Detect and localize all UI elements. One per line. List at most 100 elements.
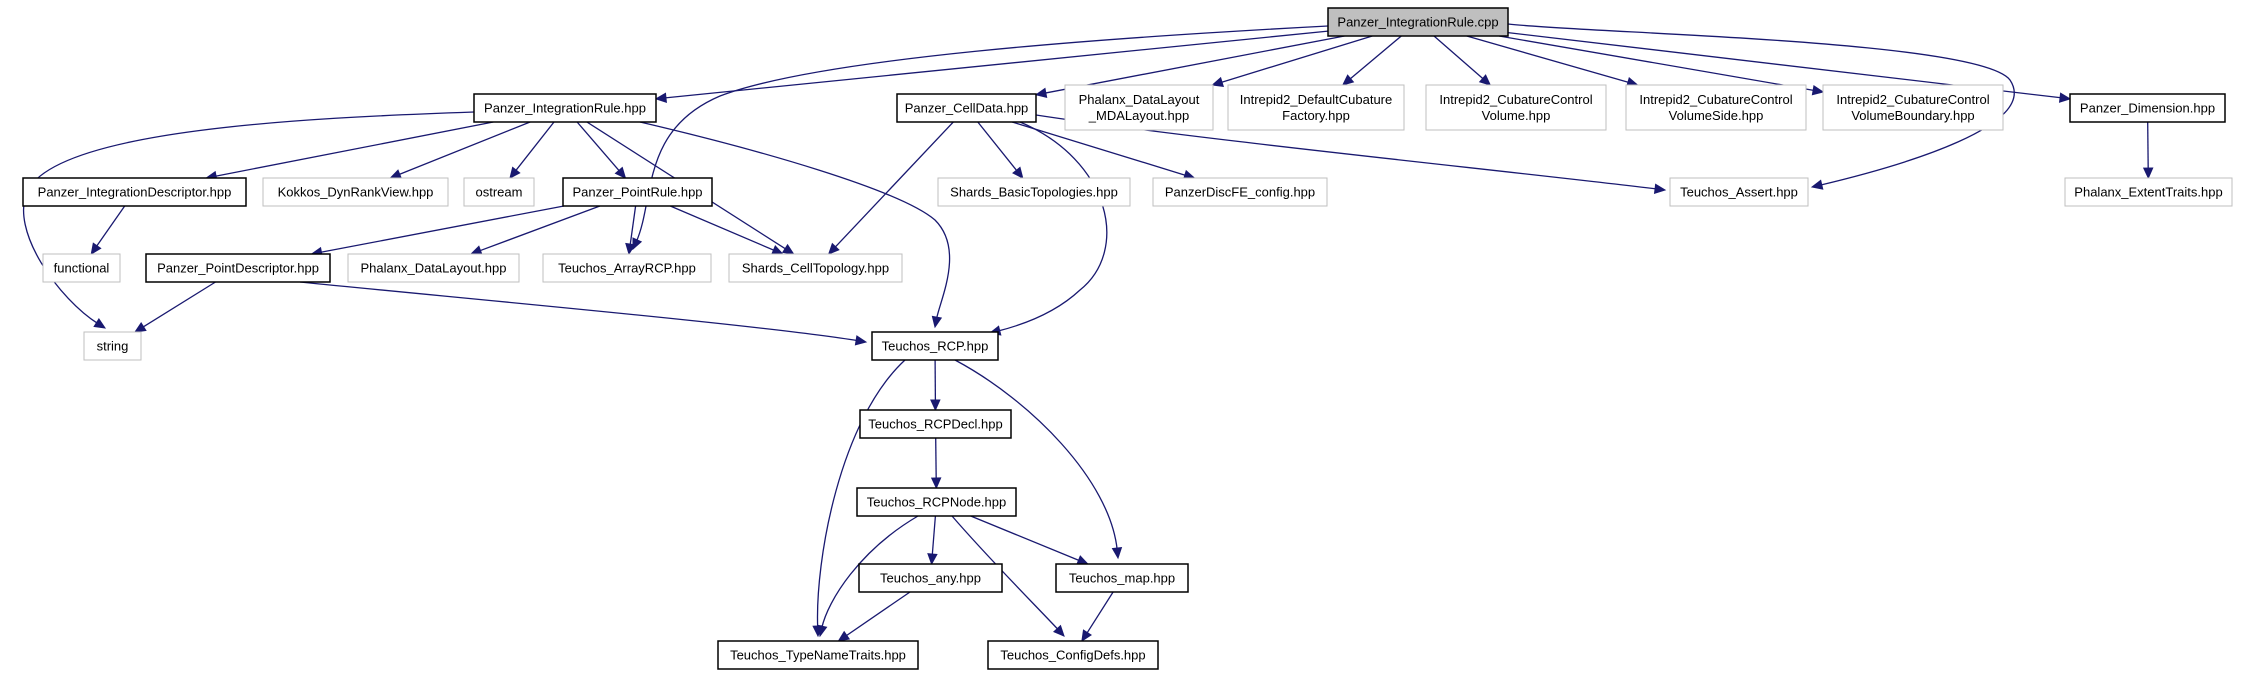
node-box bbox=[42, 253, 121, 283]
arrowhead-icon bbox=[827, 242, 840, 255]
node-box bbox=[1425, 84, 1607, 131]
node-label: VolumeSide.hpp bbox=[1669, 108, 1764, 123]
node-ostream: ostream bbox=[463, 177, 535, 207]
node-tassert: Teuchos_Assert.hpp bbox=[1669, 177, 1809, 207]
node-label: PanzerDiscFE_config.hpp bbox=[1165, 185, 1315, 200]
arrowhead-icon bbox=[1012, 166, 1024, 179]
edge-line bbox=[833, 121, 954, 249]
node-label: Kokkos_DynRankView.hpp bbox=[278, 185, 434, 200]
node-label: Intrepid2_DefaultCubature bbox=[1240, 92, 1393, 107]
edge-line bbox=[997, 121, 1108, 332]
node-box bbox=[542, 253, 712, 283]
arrowhead-icon bbox=[1081, 629, 1092, 643]
node-ttnt[interactable]: Teuchos_TypeNameTraits.hpp bbox=[717, 640, 919, 670]
node-tarcp: Teuchos_ArrayRCP.hpp bbox=[542, 253, 712, 283]
node-label: Teuchos_ConfigDefs.hpp bbox=[1000, 648, 1145, 663]
node-pir[interactable]: Panzer_IntegrationRule.hpp bbox=[473, 93, 657, 123]
edge-line bbox=[844, 591, 911, 638]
edge-line bbox=[816, 359, 906, 629]
edge-line bbox=[478, 205, 601, 252]
node-trcpnode[interactable]: Teuchos_RCPNode.hpp bbox=[856, 487, 1017, 517]
edge-line bbox=[1466, 35, 1631, 84]
arrowhead-icon bbox=[1653, 183, 1667, 194]
edge-line bbox=[514, 121, 555, 173]
edge-trcp-to-trcpdecl bbox=[930, 359, 941, 412]
node-label: Panzer_Dimension.hpp bbox=[2080, 101, 2215, 116]
node-sbt: Shards_BasicTopologies.hpp bbox=[937, 177, 1131, 207]
node-box bbox=[347, 253, 520, 283]
node-label: Teuchos_RCPDecl.hpp bbox=[868, 417, 1002, 432]
node-iccvb: Intrepid2_CubatureControlVolumeBoundary.… bbox=[1822, 84, 2004, 131]
node-sct: Shards_CellTopology.hpp bbox=[728, 253, 903, 283]
node-box bbox=[1152, 177, 1328, 207]
node-pcd[interactable]: Panzer_CellData.hpp bbox=[896, 93, 1037, 123]
edge-line bbox=[1433, 35, 1485, 81]
node-trcp[interactable]: Teuchos_RCP.hpp bbox=[871, 331, 999, 361]
node-label: Panzer_PointRule.hpp bbox=[572, 185, 702, 200]
node-box bbox=[1055, 563, 1189, 593]
node-string: string bbox=[83, 331, 142, 361]
edge-trcp-to-tmap bbox=[954, 359, 1123, 560]
node-box bbox=[22, 177, 247, 207]
node-pid[interactable]: Panzer_IntegrationDescriptor.hpp bbox=[22, 177, 247, 207]
edge-trcpdecl-to-trcpnode bbox=[930, 437, 942, 490]
node-ppd[interactable]: Panzer_PointDescriptor.hpp bbox=[145, 253, 331, 283]
node-label: Teuchos_ArrayRCP.hpp bbox=[558, 261, 696, 276]
node-pdim[interactable]: Panzer_Dimension.hpp bbox=[2069, 93, 2226, 123]
node-pdl: Phalanx_DataLayout.hpp bbox=[347, 253, 520, 283]
arrowhead-icon bbox=[781, 243, 795, 255]
edge-trcpnode-to-tany bbox=[927, 515, 938, 566]
edge-pir-to-string bbox=[22, 111, 475, 329]
edge-root-to-pir bbox=[654, 30, 1329, 104]
node-box bbox=[463, 177, 535, 207]
edge-line bbox=[629, 205, 637, 247]
edge-root-to-tassert bbox=[1507, 23, 2015, 190]
node-label: Panzer_IntegrationRule.hpp bbox=[484, 101, 646, 116]
edge-pir-to-trcp bbox=[639, 121, 951, 329]
node-root[interactable]: Panzer_IntegrationRule.cpp bbox=[1327, 7, 1509, 37]
edge-line bbox=[141, 281, 216, 329]
node-ppr[interactable]: Panzer_PointRule.hpp bbox=[562, 177, 713, 207]
node-label: Panzer_PointDescriptor.hpp bbox=[157, 261, 319, 276]
graph-nodes: Panzer_IntegrationRule.cppPanzer_Integra… bbox=[22, 7, 2233, 670]
edge-line bbox=[931, 515, 937, 557]
arrowhead-icon bbox=[2058, 92, 2072, 103]
edge-root-to-idcf bbox=[1341, 35, 1402, 86]
node-label: Teuchos_RCPNode.hpp bbox=[867, 495, 1006, 510]
edge-pir-to-kdrv bbox=[389, 121, 531, 179]
arrowhead-icon bbox=[1053, 624, 1065, 637]
edge-pid-to-functional bbox=[90, 205, 126, 255]
arrowhead-icon bbox=[817, 624, 828, 638]
node-box bbox=[1327, 7, 1509, 37]
edge-line bbox=[1507, 23, 2015, 186]
node-box bbox=[1625, 84, 1807, 131]
arrowhead-icon bbox=[927, 553, 938, 566]
arrowhead-icon bbox=[931, 315, 943, 329]
edge-line bbox=[1219, 35, 1373, 84]
edge-line bbox=[821, 515, 919, 629]
edge-line bbox=[977, 121, 1019, 173]
node-label: Phalanx_DataLayout bbox=[1079, 92, 1200, 107]
edge-pcd-to-trcp bbox=[988, 121, 1108, 336]
edge-pcd-to-pdfe bbox=[1011, 121, 1196, 180]
node-pdfe: PanzerDiscFE_config.hpp bbox=[1152, 177, 1328, 207]
edge-pir-to-ppr bbox=[576, 121, 627, 179]
node-tcd[interactable]: Teuchos_ConfigDefs.hpp bbox=[987, 640, 1159, 670]
edge-ppr-to-pdl bbox=[469, 205, 601, 256]
node-box bbox=[2069, 93, 2226, 123]
node-box bbox=[2064, 177, 2233, 207]
arrowhead-icon bbox=[770, 245, 784, 255]
node-tmap[interactable]: Teuchos_map.hpp bbox=[1055, 563, 1189, 593]
node-box bbox=[473, 93, 657, 123]
arrowhead-icon bbox=[509, 166, 521, 179]
node-box bbox=[937, 177, 1131, 207]
node-tany[interactable]: Teuchos_any.hpp bbox=[858, 563, 1003, 593]
edge-pir-to-ostream bbox=[509, 121, 555, 179]
arrowhead-icon bbox=[654, 92, 667, 104]
edge-trcpnode-to-tcd bbox=[951, 515, 1065, 637]
arrowhead-icon bbox=[930, 477, 942, 490]
edge-trcpnode-to-ttnt bbox=[817, 515, 919, 638]
node-trcpdecl[interactable]: Teuchos_RCPDecl.hpp bbox=[859, 409, 1012, 439]
